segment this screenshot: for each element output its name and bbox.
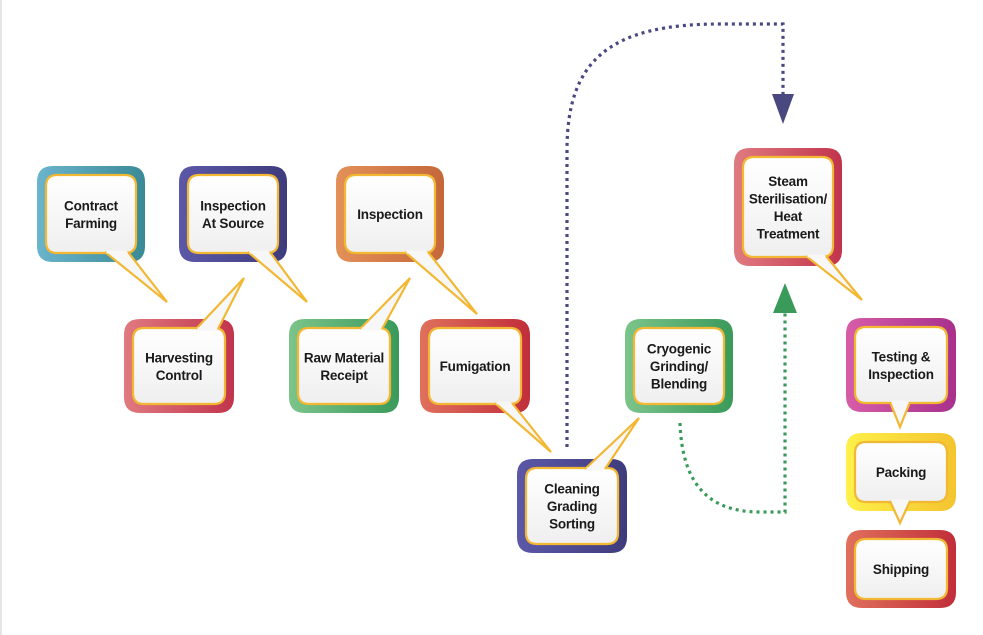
node-label-line: Heat [774, 209, 803, 224]
callout-tail [888, 500, 912, 526]
node-label-line: Raw Material [304, 350, 384, 365]
node-fumigation: Fumigation [420, 319, 552, 453]
node-label-line: Harvesting [145, 350, 213, 365]
node-label-line: Grading [547, 499, 597, 514]
node-testing-inspection: Testing & Inspection [846, 318, 956, 430]
node-inspection-at-source: Inspection At Source [179, 166, 308, 303]
callout-tail [359, 277, 411, 330]
node-panel [741, 155, 835, 259]
node-label-line: Sorting [549, 517, 595, 532]
node-panel [524, 466, 620, 546]
node-panel [131, 326, 227, 406]
node-label-line: Fumigation [440, 359, 511, 374]
node-label-line: Inspection [200, 198, 266, 213]
callout-tail [584, 417, 640, 470]
node-panel [853, 325, 949, 405]
node-label-line: Cleaning [544, 482, 599, 497]
node-packing: Packing [846, 433, 956, 526]
node-label-line: Grinding/ [650, 359, 709, 374]
node-label-line: Steam [768, 174, 808, 189]
node-label-line: Sterilisation/ [749, 191, 828, 206]
node-label-line: At Source [202, 216, 265, 231]
node-inspection: Inspection [336, 166, 478, 315]
node-label-line: Inspection [357, 207, 423, 222]
node-label-line: Testing & [872, 349, 931, 364]
callout-tail [195, 277, 245, 330]
node-panel [44, 173, 138, 255]
callout-tail [104, 251, 168, 303]
arrowhead-down-icon [772, 94, 794, 124]
left-edge-rule [0, 0, 2, 635]
node-label-line: Packing [876, 465, 926, 480]
node-label-line: Blending [651, 377, 707, 392]
node-label-line: Farming [65, 216, 117, 231]
dotted-arrow-green [678, 310, 787, 514]
node-panel [853, 537, 949, 601]
node-label-line: Inspection [868, 367, 934, 382]
node-panel [296, 326, 392, 406]
callout-tail [404, 251, 478, 315]
arrows-layer [565, 22, 797, 514]
node-shipping: Shipping [846, 530, 956, 608]
node-label-line: Treatment [757, 226, 820, 241]
callout-tail [494, 402, 552, 453]
node-label-line: Receipt [320, 368, 368, 383]
callout-tail [888, 401, 912, 430]
node-panel [853, 440, 949, 504]
node-panel [632, 326, 726, 406]
nodes-layer: ContractFarmingHarvestingControlInspecti… [37, 148, 956, 608]
node-panel [186, 173, 280, 255]
arrowhead-up-icon [773, 283, 797, 313]
callout-tail [247, 251, 308, 303]
node-label-line: Contract [64, 198, 119, 213]
node-label-line: Cryogenic [647, 342, 712, 357]
node-label-line: Control [156, 368, 203, 383]
node-label-line: Shipping [873, 562, 929, 577]
callout-tail [805, 255, 863, 301]
